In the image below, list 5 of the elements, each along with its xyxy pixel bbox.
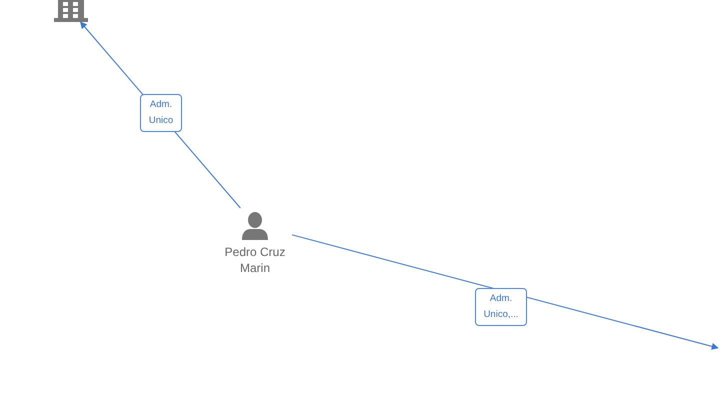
arrow	[292, 234, 719, 350]
edge-label: Adm. Unico,...	[475, 288, 527, 326]
edge-label: Adm. Unico	[140, 94, 182, 132]
building-icon	[54, 0, 88, 22]
person-name: Pedro Cruz Marin	[224, 244, 286, 276]
